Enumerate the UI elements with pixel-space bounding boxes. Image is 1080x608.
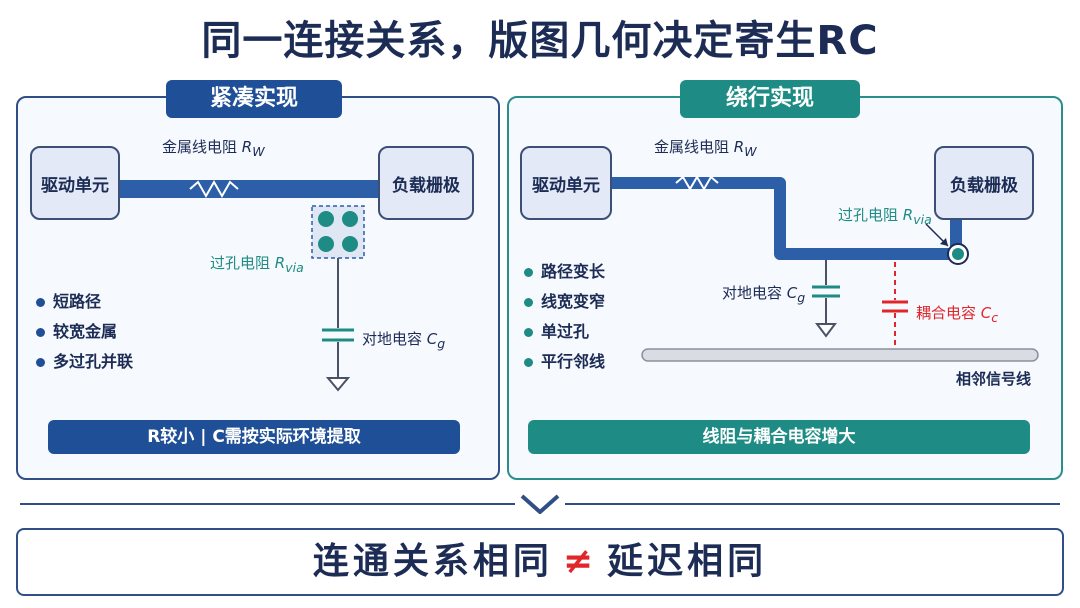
via-dot — [318, 236, 334, 252]
right-via-core — [952, 248, 964, 260]
left-metal-res-label: 金属线电阻 RW — [162, 138, 265, 159]
left-load-box: 负载栅极 — [378, 146, 474, 220]
left-bullet: 短路径 — [36, 288, 101, 312]
left-metal-wire — [118, 180, 380, 198]
conclusion-left: 连通关系相同 — [312, 541, 553, 582]
via-dot — [318, 211, 334, 227]
page-title: 同一连接关系，版图几何决定寄生RC — [201, 18, 879, 64]
right-via-res-label: 过孔电阻 Rvia — [838, 206, 932, 227]
right-metal-res-label: 金属线电阻 RW — [654, 138, 757, 159]
left-resistor-icon — [189, 179, 239, 199]
right-bullet: 线宽变窄 — [524, 288, 605, 312]
left-ground-icon — [325, 377, 351, 392]
left-bullet: 多过孔并联 — [36, 348, 133, 372]
right-summary-bar: 线阻与耦合电容增大 — [528, 420, 1030, 454]
coupling-cap-label: 耦合电容 Cc — [916, 304, 999, 325]
chevron-down-icon — [520, 494, 560, 514]
right-bullet: 单过孔 — [524, 318, 589, 342]
left-bullet: 较宽金属 — [36, 318, 117, 342]
compact-tag: 紧凑实现 — [166, 80, 342, 118]
left-via-res-label: 过孔电阻 Rvia — [210, 254, 304, 275]
via-dot — [342, 236, 358, 252]
left-summary-bar: R较小 | C需按实际环境提取 — [48, 420, 460, 454]
right-cap-label: 对地电容 Cg — [722, 284, 806, 305]
right-ground-icon — [815, 323, 837, 338]
right-bullet: 平行邻线 — [524, 348, 605, 372]
left-via-group — [311, 205, 365, 259]
detour-tag: 绕行实现 — [680, 80, 860, 118]
right-driver-box: 驱动单元 — [520, 146, 612, 220]
right-load-box: 负载栅极 — [934, 146, 1034, 220]
right-resistor-icon — [675, 175, 719, 191]
not-equal-icon: ≠ — [562, 541, 598, 582]
conclusion-banner: 连通关系相同≠延迟相同 — [16, 528, 1064, 596]
via-dot — [342, 211, 358, 227]
right-bullet: 路径变长 — [524, 258, 605, 282]
left-cap-label: 对地电容 Cg — [362, 330, 446, 351]
left-driver-box: 驱动单元 — [30, 146, 120, 220]
right-metal-wire — [608, 177, 962, 260]
conclusion-right: 延迟相同 — [607, 541, 768, 582]
neighbor-signal-line — [641, 348, 1039, 362]
neighbor-line-label: 相邻信号线 — [956, 370, 1032, 388]
via-pointer-head — [940, 238, 948, 246]
